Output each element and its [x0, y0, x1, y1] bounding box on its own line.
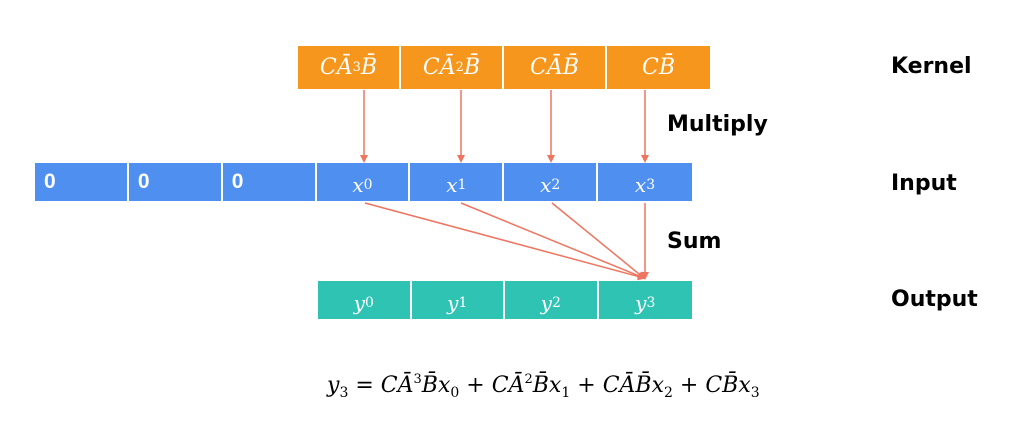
multiply-label: Multiply: [667, 112, 768, 137]
formula-term-0-coef: CĀ: [380, 373, 414, 398]
input-x2-var: x: [540, 173, 552, 197]
formula-term-1-tail: B̄: [532, 373, 549, 398]
formula-term-3-coef: CB̄: [705, 373, 739, 398]
input-x1-var: x: [446, 173, 458, 197]
kernel-cell-1-base: CĀ: [422, 55, 456, 80]
sum-arrow-x0: [364, 202, 646, 281]
kernel-cell-0-tail: B̄: [360, 55, 378, 80]
output-y0-sub: 0: [364, 295, 374, 311]
input-x0-sub: 0: [363, 177, 373, 193]
kernel-cell-3: CB̄: [607, 46, 710, 89]
formula-term-1-power: 2: [524, 372, 533, 387]
output-y1-var: y: [447, 291, 459, 315]
kernel-label: Kernel: [891, 54, 972, 79]
convolution-formula: y3 = CĀ3B̄x0 + CĀ2B̄x1 + CĀB̄x2 + CB̄x3: [327, 372, 760, 401]
output-y2-var: y: [540, 291, 552, 315]
input-pad-cell-2: 0: [222, 163, 317, 201]
kernel-cell-2: CĀB̄: [504, 46, 607, 89]
kernel-cell-3-base: CB̄: [642, 55, 675, 80]
formula-term-3-sub: 3: [750, 385, 760, 401]
formula-term-3-var: x: [738, 373, 751, 398]
sum-arrow-x2: [551, 202, 646, 280]
kernel-cell-1-power: 2: [455, 60, 464, 75]
input-pad-cell-0: 0: [35, 163, 129, 201]
output-y3-sub: 3: [646, 295, 656, 311]
kernel-cell-0-power: 3: [352, 60, 361, 75]
output-y2-sub: 2: [551, 295, 561, 311]
formula-plus-2: +: [672, 373, 706, 398]
formula-term-0-var: x: [437, 373, 451, 398]
formula-term-0-sub: 0: [450, 385, 460, 401]
formula-term-1-sub: 1: [561, 385, 571, 401]
formula-term-0-power: 3: [413, 372, 422, 387]
formula-plus-0: +: [459, 373, 492, 398]
input-pad-cell-1: 0: [128, 163, 223, 201]
formula-lhs-sub: 3: [339, 385, 349, 401]
input-x3-var: x: [634, 173, 647, 197]
kernel-cell-0-base: CĀ: [319, 55, 353, 80]
input-label: Input: [891, 171, 957, 196]
output-y3-var: y: [635, 291, 647, 315]
formula-term-2-coef: CĀB̄: [602, 373, 652, 398]
sum-arrow-x1: [460, 202, 646, 280]
input-x0-var: x: [352, 173, 364, 197]
kernel-cell-2-base: CĀB̄: [530, 55, 579, 80]
formula-equals: =: [348, 373, 381, 398]
kernel-cell-1-tail: B̄: [463, 55, 481, 80]
formula-plus-1: +: [570, 373, 603, 398]
input-x2-sub: 2: [551, 177, 561, 193]
output-y1-sub: 1: [458, 295, 468, 311]
formula-term-0-tail: B̄: [421, 373, 438, 398]
formula-term-1-var: x: [548, 373, 562, 398]
output-y0-var: y: [353, 291, 365, 315]
formula-term-1-coef: CĀ: [491, 373, 525, 398]
formula-term-2-var: x: [651, 373, 664, 398]
formula-term-2-sub: 2: [664, 385, 673, 401]
sum-label: Sum: [667, 229, 722, 254]
output-label: Output: [891, 287, 978, 312]
input-x1-sub: 1: [457, 177, 467, 193]
formula-lhs-var: y: [327, 373, 340, 398]
input-x3-sub: 3: [646, 177, 656, 193]
